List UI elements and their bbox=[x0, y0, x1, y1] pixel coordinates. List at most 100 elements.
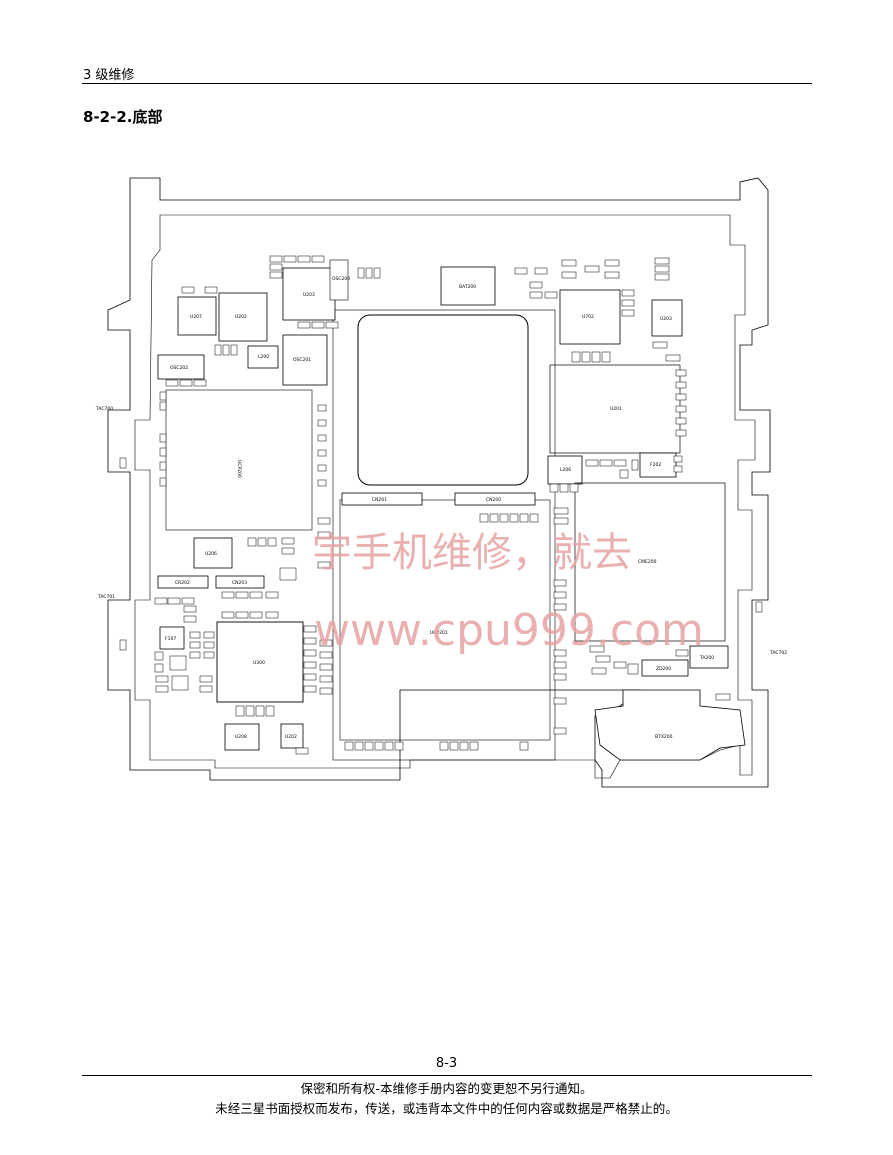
cn200-connector bbox=[454, 492, 536, 506]
pcb-pad bbox=[221, 611, 235, 619]
pcb-pad bbox=[317, 449, 327, 457]
pcb-pad bbox=[479, 513, 489, 523]
pcb-pad bbox=[311, 321, 325, 329]
board-outline bbox=[107, 177, 771, 788]
osc201-label: OSC201 bbox=[293, 357, 311, 363]
pcb-pad bbox=[154, 663, 164, 673]
footer-notice-line1: 保密和所有权-本维修手册内容的变更恕不另行通知。 bbox=[300, 1081, 593, 1096]
pcb-pad bbox=[257, 537, 267, 547]
pcb-pad bbox=[675, 649, 689, 657]
pcb-pad bbox=[247, 537, 257, 547]
pcb-pad bbox=[439, 741, 449, 751]
pcb-pad bbox=[755, 601, 763, 613]
cn201-label: CN201 bbox=[372, 497, 387, 503]
pcb-pad bbox=[553, 661, 567, 669]
pcb-pad bbox=[203, 641, 215, 649]
cn201-connector bbox=[341, 492, 423, 506]
pcb-pad bbox=[459, 741, 469, 751]
pcb-pad bbox=[203, 631, 215, 639]
pcb-pad bbox=[673, 455, 683, 463]
ucp-block bbox=[339, 499, 551, 741]
watermark-line1: 宇手机维修，就去 bbox=[312, 530, 632, 576]
pcb-pad bbox=[581, 351, 591, 363]
u208-label: U208 bbox=[235, 734, 247, 740]
zd200-chip bbox=[641, 659, 689, 677]
pcb-pad bbox=[394, 741, 404, 751]
pcb-pad bbox=[269, 271, 283, 279]
tac700-label: TAC700 bbox=[95, 406, 113, 412]
pcb-pad bbox=[673, 465, 683, 473]
pcb-pad bbox=[303, 685, 317, 693]
u202b-label: U202 bbox=[285, 734, 297, 740]
pcb-pad bbox=[303, 625, 317, 633]
pcb-pad bbox=[675, 417, 687, 425]
pcb-pad bbox=[325, 321, 339, 329]
pcb-pad bbox=[317, 404, 327, 412]
pcb-pad bbox=[553, 579, 567, 587]
pcb-pad bbox=[319, 675, 333, 683]
pcb-pad bbox=[561, 271, 577, 279]
pcb-pad bbox=[179, 379, 193, 387]
pcb-pad bbox=[675, 369, 687, 377]
pcb-pad bbox=[204, 286, 218, 294]
pcb-pad bbox=[553, 727, 567, 735]
u207-label: U207 bbox=[190, 314, 202, 320]
ucp201-label: UCP201 bbox=[430, 630, 448, 636]
cr202-chip bbox=[157, 575, 209, 589]
u203-label: U203 bbox=[303, 292, 315, 298]
pcb-pad bbox=[159, 477, 167, 487]
pcb-pad bbox=[601, 351, 611, 363]
pcb-pad bbox=[499, 513, 509, 523]
pcb-pad bbox=[235, 591, 249, 599]
main-chip-outline bbox=[332, 309, 556, 761]
pcb-pad bbox=[303, 673, 317, 681]
f107-label: F107 bbox=[165, 636, 176, 642]
pcb-pad bbox=[317, 419, 327, 427]
pcb-pad bbox=[281, 537, 295, 545]
f107-chip bbox=[159, 626, 185, 650]
pcb-pad bbox=[544, 291, 558, 299]
pcb-pad bbox=[619, 469, 629, 479]
osc200-chip bbox=[329, 259, 349, 301]
pcb-pad bbox=[303, 649, 317, 657]
tac702-label: TAC702 bbox=[769, 650, 787, 656]
btx200-connector bbox=[594, 689, 746, 761]
pcb-pad bbox=[269, 263, 283, 271]
pcb-pad bbox=[317, 479, 327, 487]
pcb-pad bbox=[675, 405, 687, 413]
pcb-pad bbox=[553, 697, 567, 705]
ta200-chip bbox=[689, 645, 729, 669]
pcb-pad bbox=[553, 507, 569, 515]
pcb-pad bbox=[119, 639, 127, 651]
pcb-pad bbox=[529, 291, 543, 299]
bat200-chip bbox=[440, 266, 496, 306]
pcb-pad bbox=[281, 547, 295, 555]
header-rule bbox=[82, 83, 812, 84]
footer-page-number: 8-3 bbox=[435, 1056, 458, 1071]
pcb-pad bbox=[181, 597, 195, 605]
pcb-pad bbox=[317, 464, 327, 472]
pcb-pad bbox=[159, 433, 167, 443]
pcb-pad bbox=[585, 459, 599, 467]
pcb-pad bbox=[553, 591, 567, 599]
pcb-pad bbox=[654, 257, 670, 265]
pcb-pad bbox=[255, 705, 265, 717]
pcb-pad bbox=[165, 379, 179, 387]
u203b-label: U203 bbox=[660, 316, 672, 322]
cme-label: CME200 bbox=[638, 559, 657, 565]
pcb-pad bbox=[265, 591, 279, 599]
l206-label: L206 bbox=[560, 467, 571, 473]
footer-notice-line2: 未经三星书面授权而发布，传送，或违背本文件中的任何内容或数据是严格禁止的。 bbox=[215, 1101, 678, 1116]
section-title: 8-2-2.底部 bbox=[83, 108, 163, 126]
pcb-pad bbox=[169, 655, 187, 671]
pcb-pad bbox=[553, 649, 567, 657]
pcb-pad bbox=[449, 741, 459, 751]
pcb-pad bbox=[297, 255, 311, 263]
pcb-pad bbox=[279, 567, 297, 581]
pcb-pad bbox=[265, 611, 279, 619]
pcb-pad bbox=[249, 591, 263, 599]
pcb-pad bbox=[283, 255, 297, 263]
pcb-pad bbox=[183, 615, 197, 623]
pcb-pad bbox=[357, 267, 365, 279]
cme-block bbox=[574, 482, 726, 642]
